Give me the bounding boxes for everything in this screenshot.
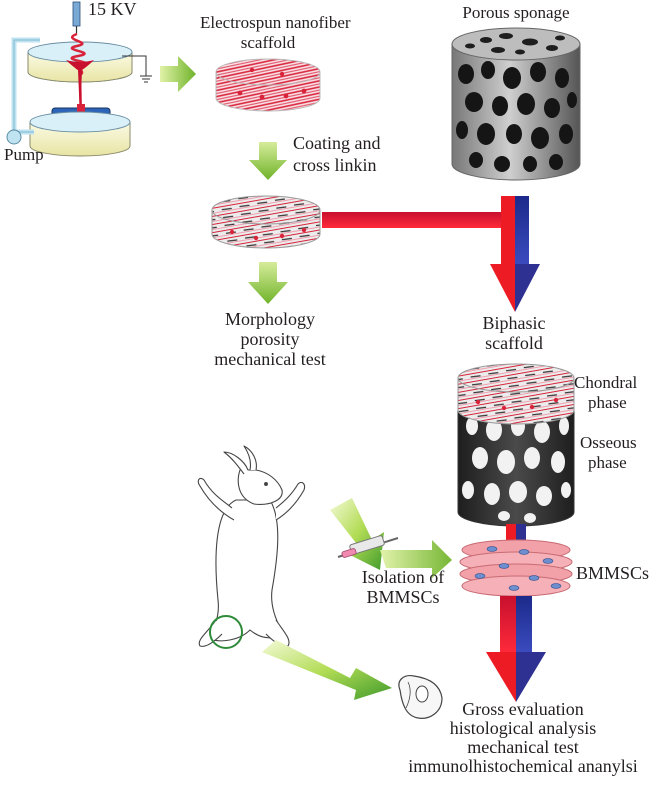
final-arrow bbox=[486, 596, 546, 702]
isolation-label-2: BMMSCs bbox=[366, 587, 440, 607]
biphasic-label-1: Biphasic bbox=[482, 313, 546, 333]
morphology-label-3: mechanical test bbox=[214, 349, 326, 369]
arrow-to-morphology bbox=[248, 262, 288, 304]
bmmscs-label: BMMSCs bbox=[576, 563, 650, 583]
histological-analysis-label: histological analysis bbox=[449, 718, 597, 738]
merge-arrow bbox=[322, 196, 540, 312]
marrow-site-circle bbox=[209, 615, 243, 649]
immunohistochemical-label: immunolhistochemical ananylsi bbox=[408, 756, 638, 776]
coated-scaffold-disk bbox=[211, 195, 321, 249]
seeded-cell-disks bbox=[459, 524, 573, 597]
isolation-label-1: Isolation of bbox=[361, 567, 445, 587]
biphasic-label-2: scaffold bbox=[485, 333, 543, 353]
electrospun-title-label-2: scaffold bbox=[240, 33, 296, 52]
coating-label-2: cross linkin bbox=[293, 155, 377, 175]
arrow-apparatus-to-scaffold bbox=[160, 56, 196, 92]
syringe-icon bbox=[72, 1, 81, 27]
pump-label: Pump bbox=[4, 145, 44, 164]
pump-icon bbox=[6, 129, 22, 145]
chondral-label-2: phase bbox=[588, 393, 627, 412]
porous-sponge-cylinder bbox=[451, 27, 581, 181]
morphology-label-1: Morphology bbox=[225, 309, 315, 329]
arrow-rabbit-to-bone bbox=[262, 640, 392, 700]
joint-specimen-icon bbox=[398, 675, 443, 719]
rabbit-icon bbox=[197, 445, 306, 647]
arrow-rabbit-to-syringe bbox=[330, 498, 384, 570]
coating-label-1: Coating and bbox=[293, 133, 381, 153]
arrow-syringe-to-cells bbox=[380, 540, 452, 578]
voltage-label: 15 KV bbox=[88, 0, 137, 19]
morphology-label-2: porosity bbox=[240, 329, 300, 349]
electrospun-title-label: Electrospun nanofiber bbox=[200, 13, 351, 32]
mechanical-test-label: mechanical test bbox=[467, 737, 579, 757]
electrospinning-apparatus bbox=[6, 1, 152, 157]
porous-sponge-label: Porous sponage bbox=[462, 3, 570, 22]
biphasic-scaffold-cylinder bbox=[457, 363, 575, 527]
syringe-icon-isolation bbox=[337, 535, 399, 558]
chondral-label-1: Chondral bbox=[574, 373, 638, 392]
osseous-label-1: Osseous bbox=[580, 433, 637, 452]
osseous-label-2: phase bbox=[588, 453, 627, 472]
gross-evaluation-label: Gross evaluation bbox=[462, 699, 584, 719]
electrospun-scaffold-disk bbox=[215, 58, 321, 112]
arrow-coating bbox=[249, 142, 287, 180]
